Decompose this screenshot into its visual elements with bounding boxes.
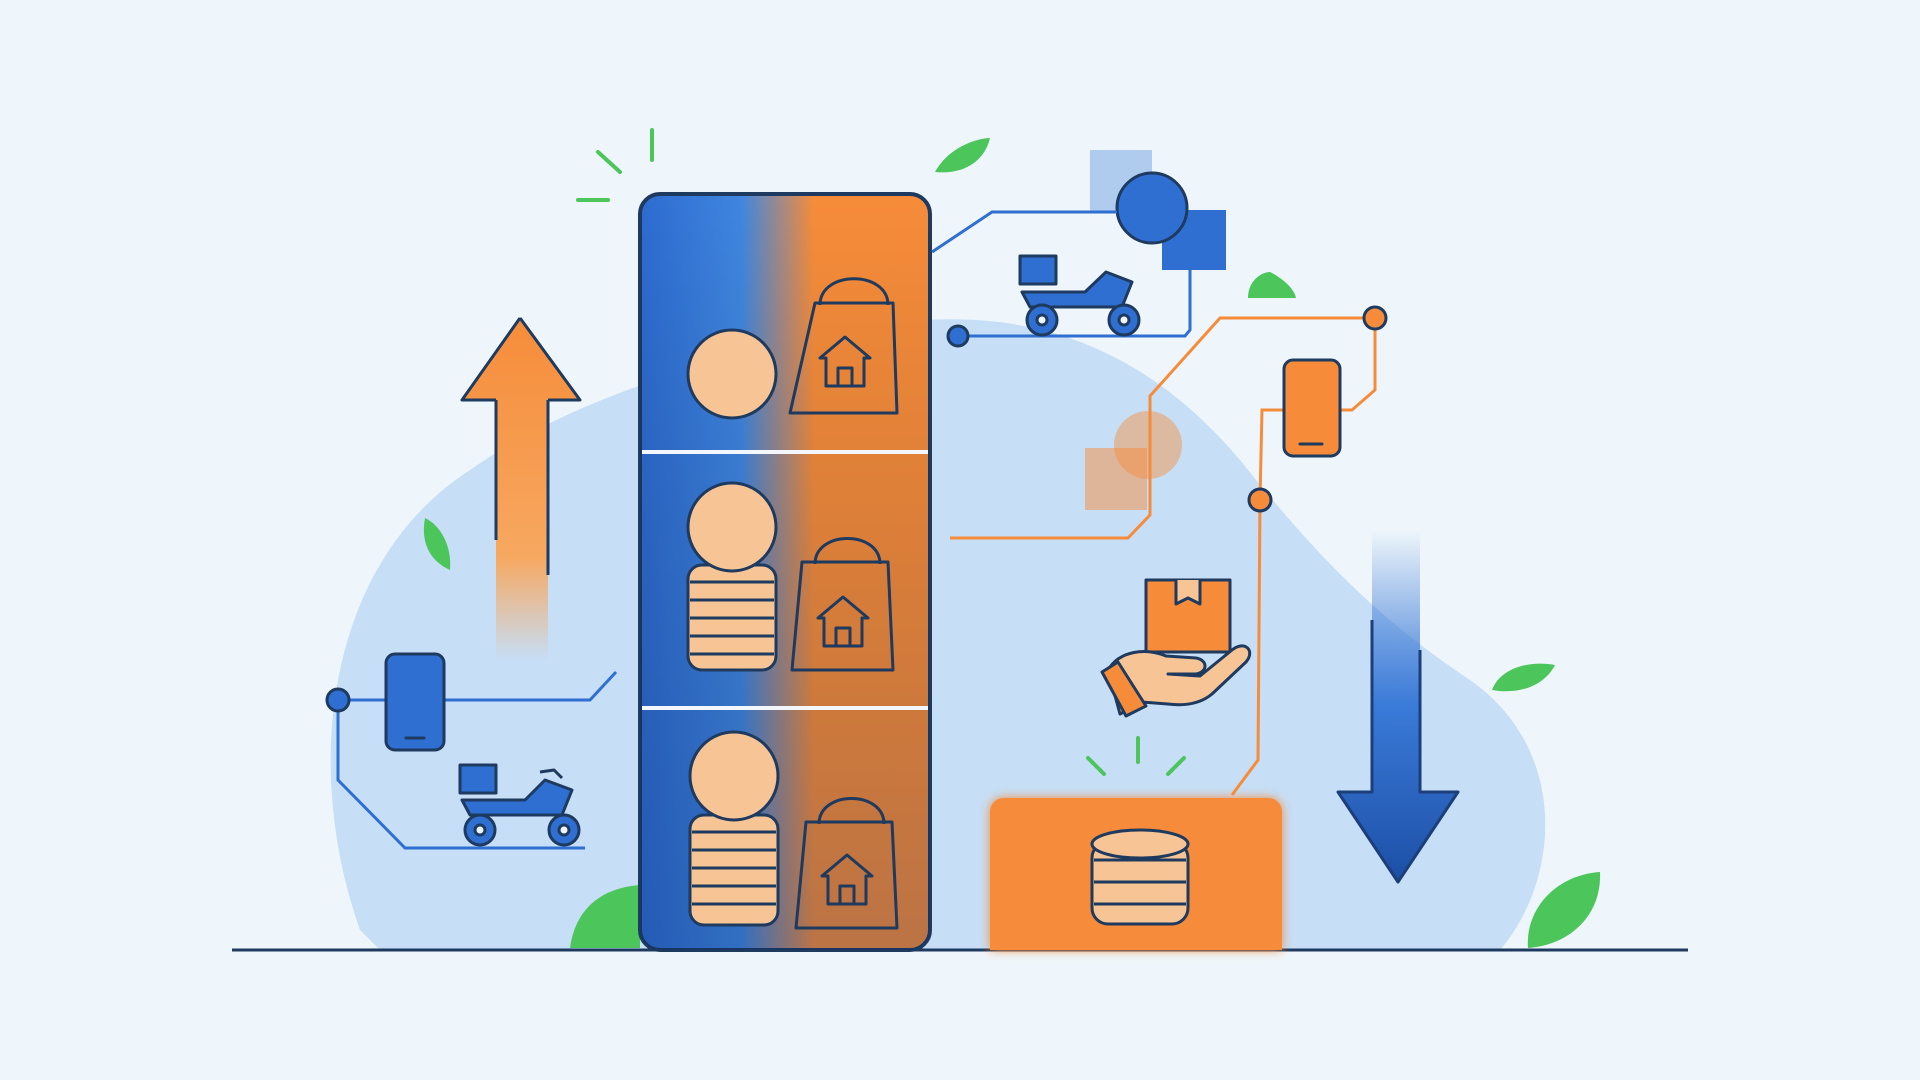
coin-tower — [618, 192, 948, 952]
arrow-up-icon — [460, 317, 582, 660]
tower-level-2 — [686, 481, 895, 672]
leaf-icon — [423, 518, 451, 570]
network-node-blocks — [1085, 411, 1182, 510]
coin-stack-icon — [688, 730, 780, 927]
motorcycle-icon — [1018, 254, 1141, 337]
spark-lines — [1086, 736, 1186, 776]
shopping-bag-icon — [788, 277, 899, 415]
leaf-icon — [570, 885, 640, 948]
hand-with-package-icon — [1100, 578, 1252, 718]
shopping-bag-icon — [794, 797, 899, 930]
leaf-icon — [1527, 872, 1601, 948]
network-node-blocks — [1090, 150, 1226, 270]
coin-stack-icon — [686, 481, 778, 672]
package-icon — [1144, 578, 1232, 654]
delivery-box-icon — [458, 763, 498, 795]
circuit-line-top — [931, 210, 1192, 348]
shopping-bag-icon — [790, 537, 895, 672]
tower-level-3 — [688, 730, 899, 930]
leaf-icon — [1492, 663, 1555, 692]
hand-icon — [1106, 644, 1252, 716]
background-blob — [330, 319, 1546, 950]
coin-icon — [686, 481, 778, 573]
tower-level-1 — [686, 277, 899, 420]
circuit-line-right — [950, 305, 1388, 796]
coin-icon — [686, 328, 778, 420]
smartphone-icon — [384, 652, 446, 752]
coin-vault — [990, 798, 1302, 950]
coin-icon — [688, 730, 780, 822]
house-icon — [818, 335, 872, 388]
delivery-box-icon — [1018, 254, 1058, 286]
arrow-down-icon — [1336, 530, 1460, 884]
leaf-icon — [1248, 272, 1296, 298]
house-icon — [820, 853, 874, 906]
spark-lines — [576, 128, 654, 202]
leaf-icon — [935, 138, 990, 173]
house-icon — [816, 595, 870, 648]
smartphone-icon — [1282, 358, 1342, 458]
motorcycle-icon — [458, 763, 581, 847]
coin-stack-icon — [1090, 828, 1190, 926]
